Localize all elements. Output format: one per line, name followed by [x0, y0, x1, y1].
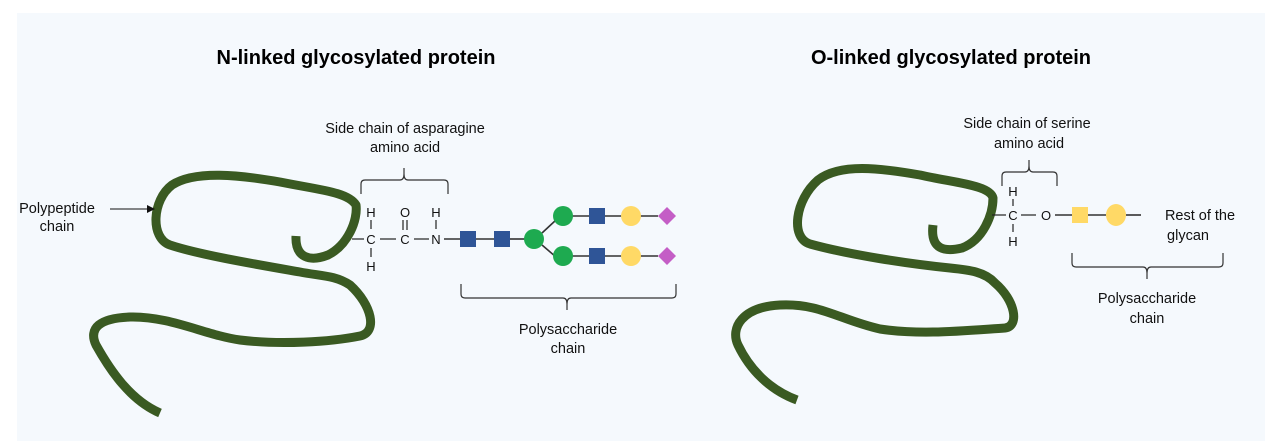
polypeptide-label-line1: Polypeptide	[19, 201, 95, 217]
rest-of-glycan-label-line1: Rest of the	[1165, 208, 1235, 224]
mannose-circle	[553, 246, 573, 266]
serine-label-line2: amino acid	[994, 136, 1064, 152]
serine-label-line1: Side chain of serine	[963, 116, 1090, 132]
o-polysaccharide-label-line2: chain	[1130, 311, 1165, 327]
n-linked-title: N-linked glycosylated protein	[217, 47, 496, 69]
sialic-acid-diamond	[658, 207, 676, 225]
serine-brace	[1001, 160, 1058, 186]
atom-h: H	[1008, 234, 1017, 249]
polypeptide-label-line2: chain	[40, 219, 75, 235]
atom-c: C	[366, 232, 375, 247]
atom-h: H	[1008, 184, 1017, 199]
n-polysaccharide-label-line2: chain	[551, 341, 586, 357]
atom-o: O	[400, 205, 410, 220]
n-polysaccharide-label-line1: Polysaccharide	[519, 322, 617, 338]
rest-of-glycan-label-line2: glycan	[1167, 228, 1209, 244]
o-polysaccharide-brace	[1071, 253, 1224, 279]
sialic-acid-diamond	[658, 247, 676, 265]
o-polysaccharide-label-line1: Polysaccharide	[1098, 291, 1196, 307]
n-polysaccharide-brace	[460, 284, 677, 310]
galactose-circle	[621, 246, 641, 266]
atom-c: C	[400, 232, 409, 247]
atom-o: O	[1041, 208, 1051, 223]
galactose-circle	[621, 206, 641, 226]
asparagine-label-line1: Side chain of asparagine	[325, 121, 485, 137]
atom-c: C	[1008, 208, 1017, 223]
glycan-link	[541, 219, 557, 234]
atom-h: H	[366, 259, 375, 274]
glcnac-square	[494, 231, 510, 247]
n-polypeptide-chain	[89, 170, 375, 418]
mannose-circle	[553, 206, 573, 226]
atom-h: H	[366, 205, 375, 220]
diagram-panel	[17, 13, 1265, 441]
n-linked-section: N-linked glycosylated protein Polypeptid…	[19, 47, 677, 418]
glcnac-square	[460, 231, 476, 247]
mannose-circle	[524, 229, 544, 249]
glcnac-square	[589, 208, 605, 224]
atom-h: H	[431, 205, 440, 220]
atom-n: N	[431, 232, 440, 247]
asparagine-label-line2: amino acid	[370, 140, 440, 156]
galnac-square	[1072, 207, 1088, 223]
o-linked-section: O-linked glycosylated protein Side chain…	[731, 47, 1235, 405]
asparagine-brace	[360, 168, 449, 194]
o-polypeptide-chain	[731, 164, 1019, 405]
glcnac-square	[589, 248, 605, 264]
galactose-circle	[1106, 204, 1126, 226]
o-linked-title: O-linked glycosylated protein	[811, 47, 1091, 69]
